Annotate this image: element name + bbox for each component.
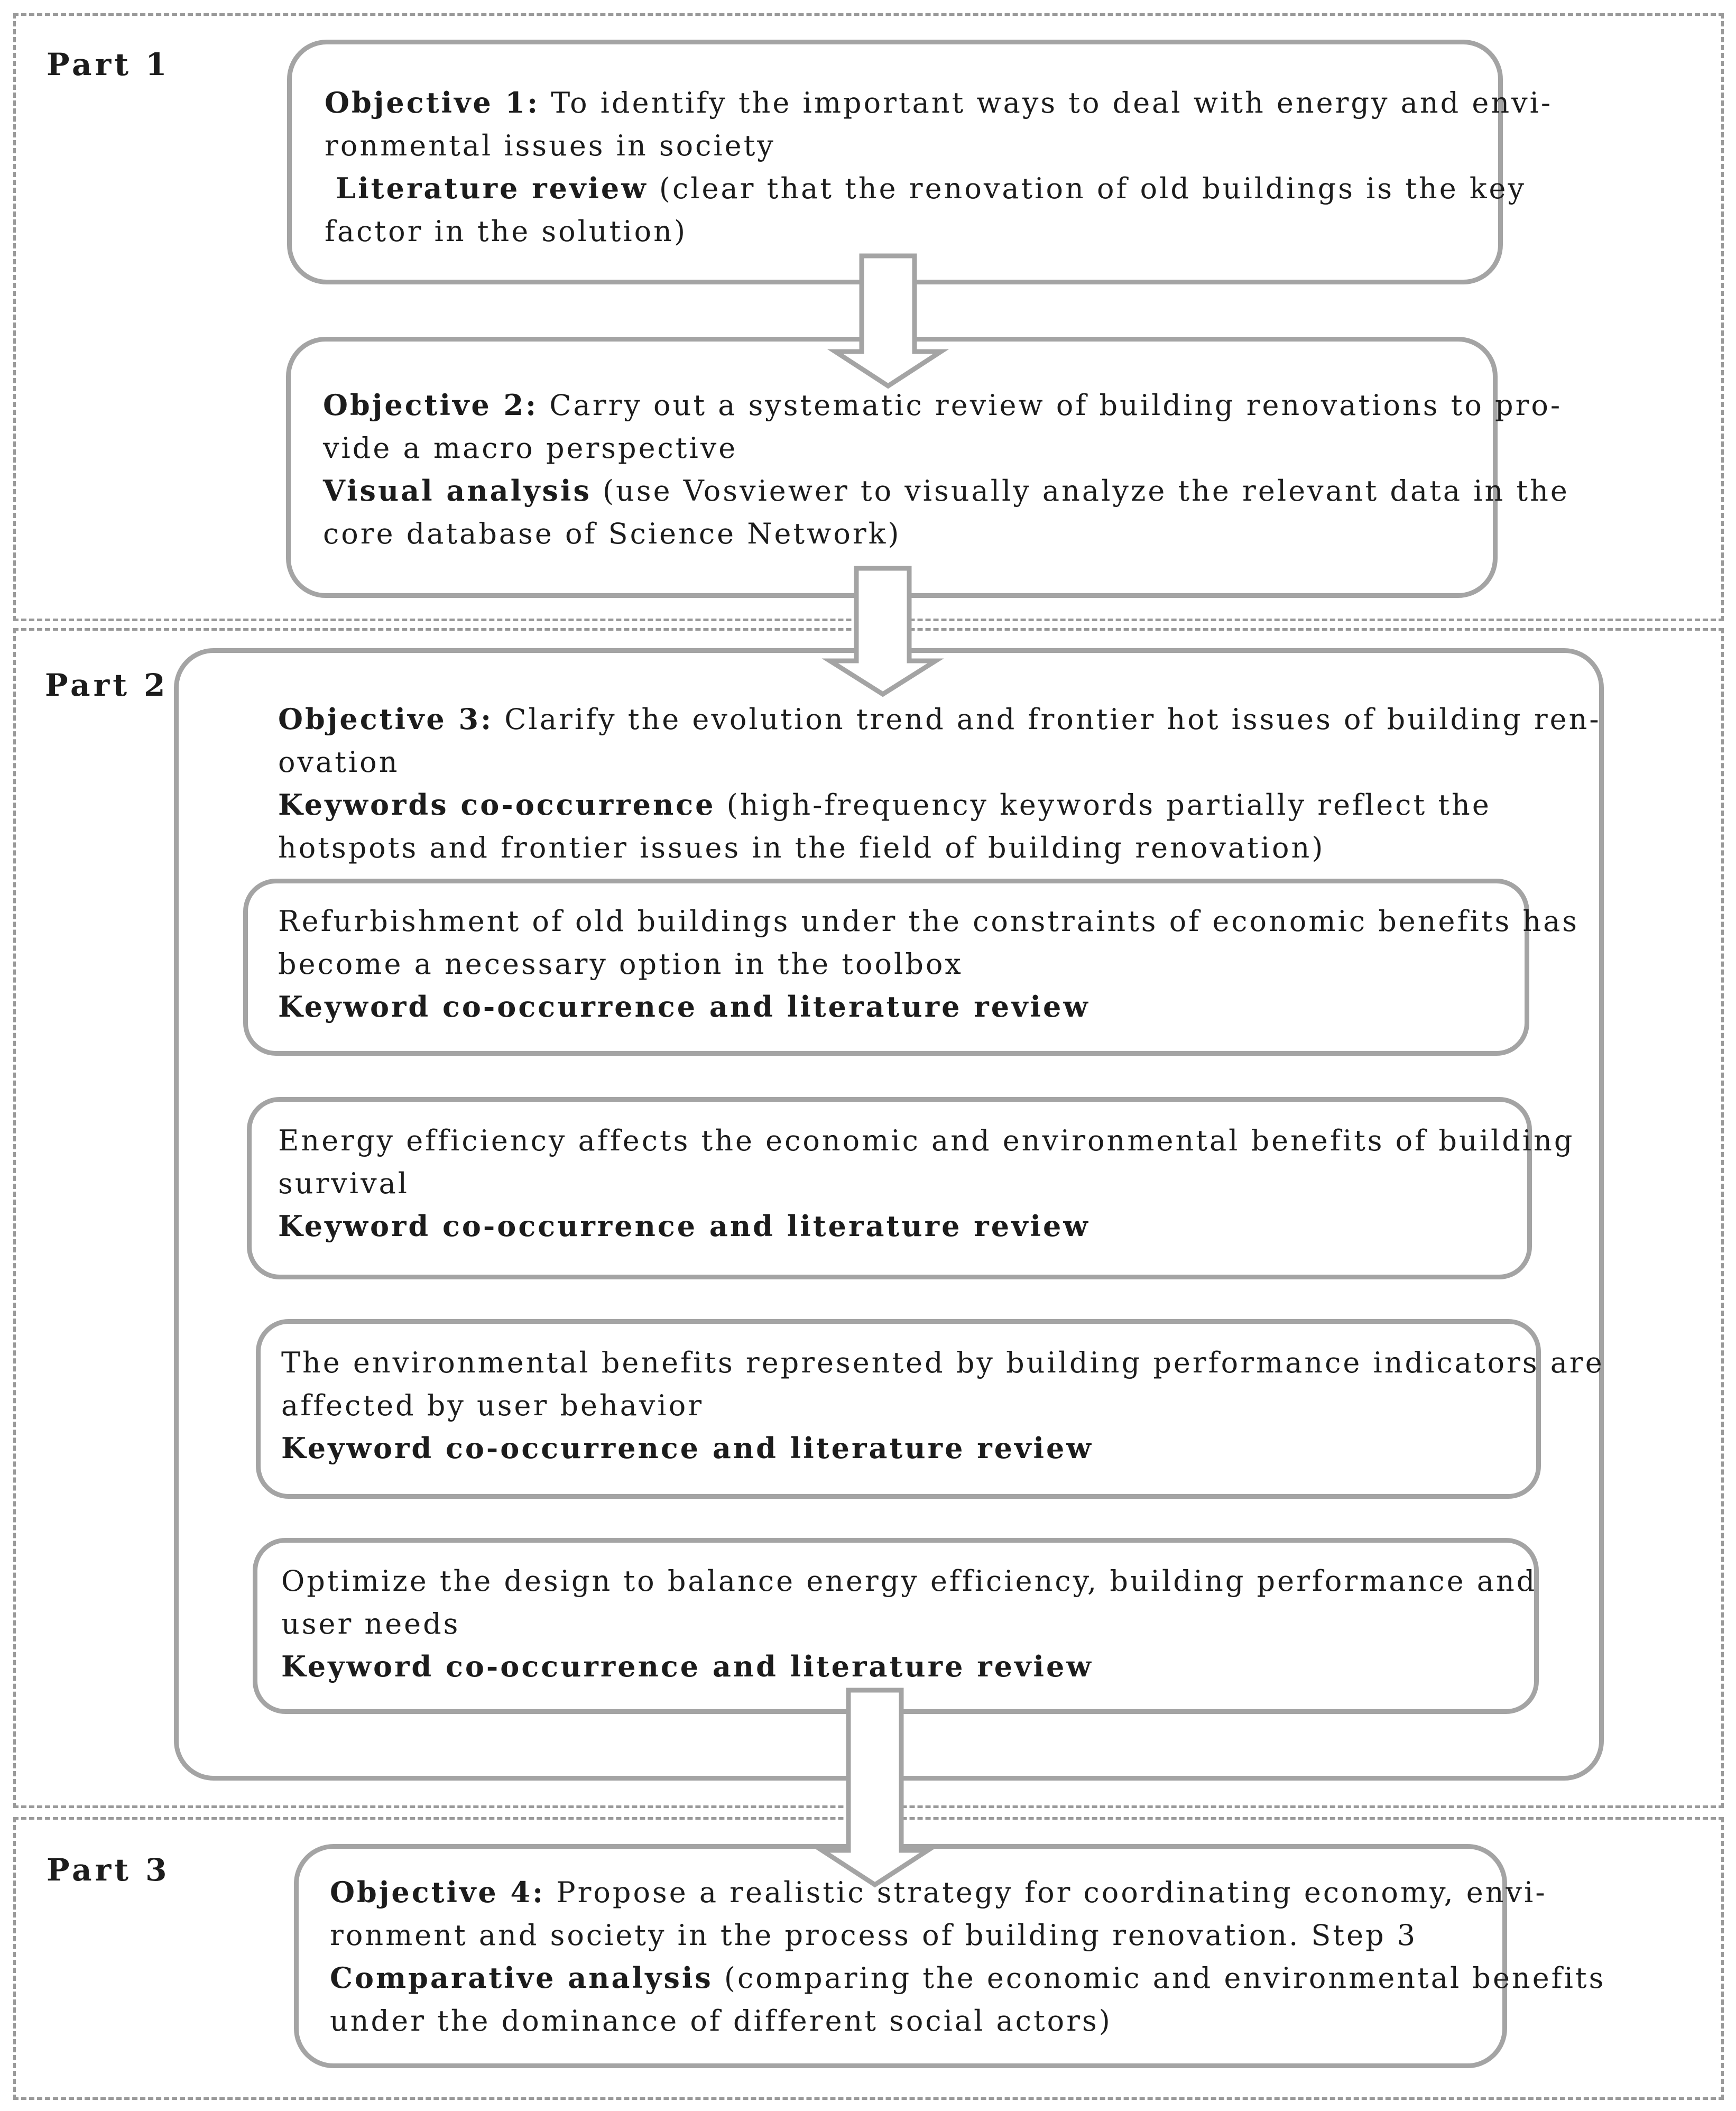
arrow-obj3-to-obj4: [814, 1688, 936, 1888]
objective4-text: Objective 4: Propose a realistic strateg…: [330, 1875, 1606, 2038]
subitem4-text: Optimize the design to balance energy ef…: [281, 1564, 1537, 1683]
objective4-lead: Objective 4:: [330, 1875, 546, 1909]
subitem3-method: Keyword co-occurrence and literature rev…: [281, 1431, 1093, 1465]
subitem2-text: Energy efficiency affects the economic a…: [278, 1124, 1575, 1243]
objective2-lead: Objective 2:: [323, 388, 539, 422]
objective3-method: Keywords co-occurrence: [278, 788, 716, 822]
objective2-text: Objective 2: Carry out a systematic revi…: [323, 388, 1569, 550]
part1-label: Part 1: [47, 47, 170, 82]
subitem2-box: [247, 1097, 1532, 1279]
objective1-lead: Objective 1:: [325, 86, 540, 119]
subitem1-text: Refurbishment of old buildings under the…: [278, 905, 1580, 1024]
subitem1-box: [243, 879, 1529, 1056]
subitem3-text: The environmental benefits represented b…: [281, 1346, 1604, 1465]
objective4-method: Comparative analysis: [330, 1961, 713, 1995]
objective1-text: Objective 1: To identify the important w…: [325, 86, 1553, 248]
arrow-obj1-to-obj2: [827, 253, 949, 389]
objective3-lead: Objective 3:: [278, 702, 494, 736]
objective1-box: [287, 40, 1503, 284]
subitem4-box: [253, 1538, 1539, 1714]
objective1-method: Literature review: [336, 171, 648, 205]
objective2-method: Visual analysis: [323, 474, 592, 508]
arrow-obj2-to-obj3: [821, 566, 944, 697]
part2-label: Part 2: [45, 667, 169, 703]
subitem4-method: Keyword co-occurrence and literature rev…: [281, 1649, 1093, 1683]
part3-label: Part 3: [47, 1852, 170, 1888]
objective4-box: [294, 1844, 1507, 2068]
objective3-text: Objective 3: Clarify the evolution trend…: [278, 702, 1601, 864]
subitem1-method: Keyword co-occurrence and literature rev…: [278, 990, 1090, 1024]
subitem3-box: [256, 1319, 1541, 1499]
subitem2-method: Keyword co-occurrence and literature rev…: [278, 1209, 1090, 1243]
